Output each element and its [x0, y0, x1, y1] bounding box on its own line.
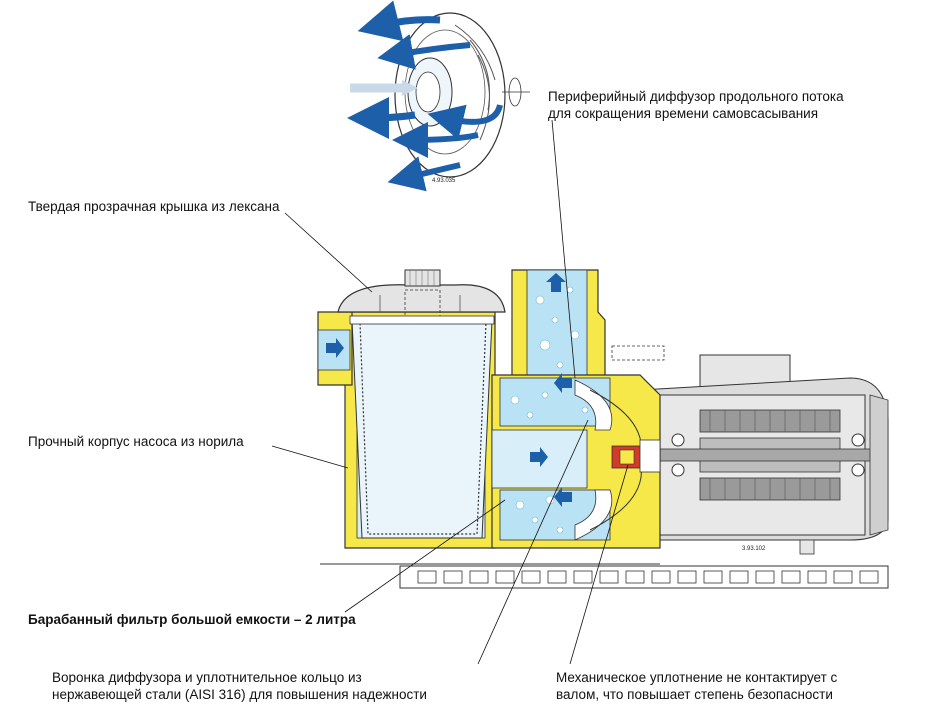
funnel-label-line2: нержавеющей стали (AISI 316) для повышен…: [52, 687, 427, 702]
motor: 3.93.102: [639, 354, 889, 555]
pump-base: [320, 563, 889, 589]
air-bubbles: [510, 286, 589, 534]
diffuser-label-line2: для сокращения времени самовсасывания: [548, 106, 819, 121]
lid-label: Твердая прозрачная крышка из лексана: [28, 199, 280, 214]
funnel-label: Воронка диффузора и уплотнительное кольц…: [52, 669, 427, 703]
seal-label-line1: Механическое уплотнение не контактирует …: [556, 670, 838, 685]
lid: [337, 269, 506, 351]
flow-arrows: [326, 273, 572, 507]
leader-lines: [271, 119, 629, 665]
housing-label: Прочный корпус насоса из норила: [28, 434, 244, 449]
seal-label: Механическое уплотнение не контактирует …: [556, 669, 837, 703]
diffuser-label: Периферийный диффузор продольного потока…: [548, 88, 844, 122]
funnel-label-line1: Воронка диффузора и уплотнительное кольц…: [52, 670, 362, 685]
seal-label-line2: валом, что повышает степень безопасности: [556, 687, 833, 702]
impeller-code: 4.93.035: [432, 178, 456, 184]
filter-label: Барабанный фильтр большой емкости – 2 ли…: [28, 612, 356, 627]
filter-basket: [349, 315, 495, 539]
pump-code: 3.93.102: [742, 546, 766, 552]
diffuser-label-line1: Периферийный диффузор продольного потока: [548, 89, 844, 104]
impeller-illustration: 4.93.035: [347, 0, 530, 192]
